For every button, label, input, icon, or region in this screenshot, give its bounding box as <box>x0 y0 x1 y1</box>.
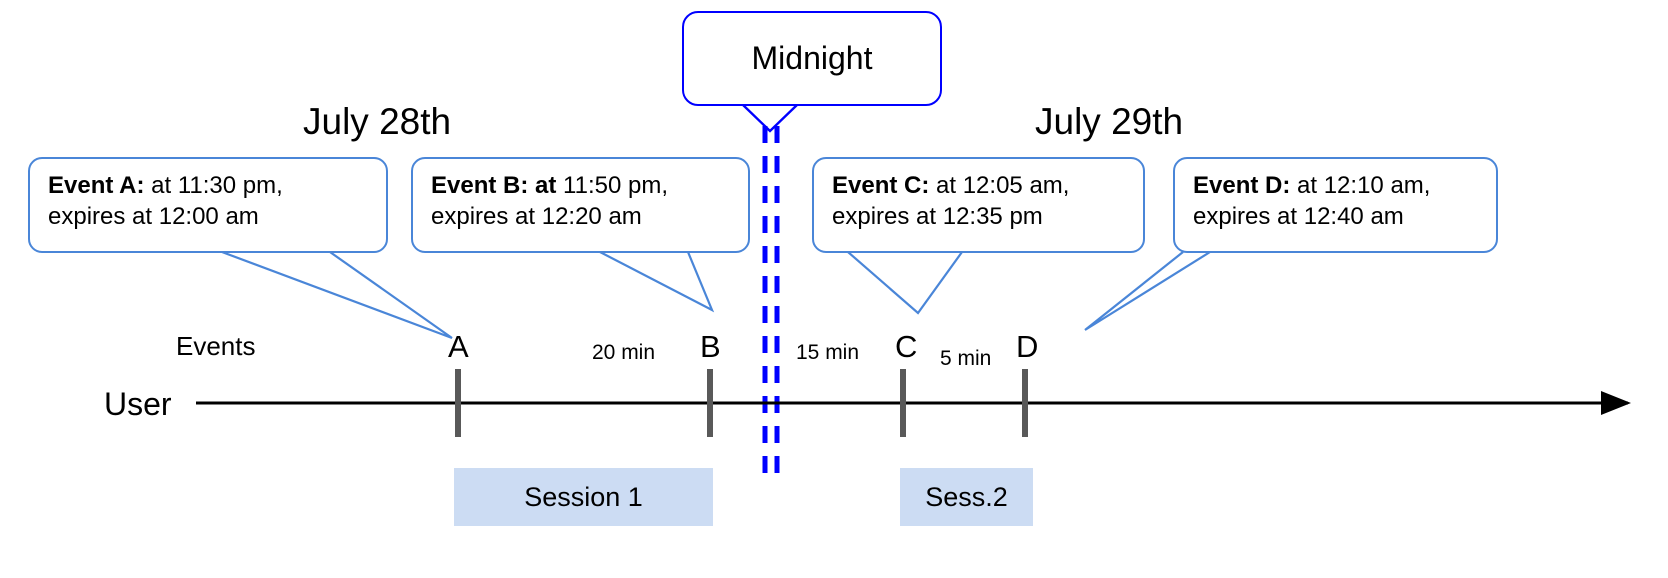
callout-event-a-rest: at 11:30 pm, <box>144 172 283 199</box>
gap-label-a-b: 20 min <box>592 341 656 364</box>
tick-label-a: A <box>448 329 469 364</box>
callout-event-a-line1: Event A: at 11:30 pm, <box>48 171 372 202</box>
date-header-july-28: July 28th <box>303 101 452 142</box>
session-box-2-label: Sess.2 <box>925 481 1008 512</box>
tick-label-c: C <box>895 329 918 364</box>
events-row-label: Events <box>176 331 256 361</box>
session-box-1: Session 1 <box>454 468 713 526</box>
gap-label-b-c: 15 min <box>796 341 860 364</box>
callout-event-a: Event A: at 11:30 pm, expires at 12:00 a… <box>28 157 388 253</box>
date-header-july-29: July 29th <box>1035 101 1184 142</box>
callout-event-b-line2: expires at 12:20 am <box>431 202 642 230</box>
session-box-2: Sess.2 <box>900 468 1033 526</box>
callout-event-d-line2: expires at 12:40 am <box>1193 202 1404 230</box>
gap-label-c-d: 5 min <box>940 347 992 370</box>
callout-event-b-rest: 11:50 pm, <box>556 172 668 199</box>
leader-line-event-d <box>1084 251 1211 331</box>
callout-event-b-line1: Event B: at 11:50 pm, <box>431 171 734 202</box>
callout-event-b: Event B: at 11:50 pm, expires at 12:20 a… <box>411 157 750 253</box>
user-row-label: User <box>104 386 172 422</box>
midnight-callout-label: Midnight <box>751 40 873 76</box>
session-box-1-label: Session 1 <box>524 481 643 512</box>
tick-mark-b <box>707 369 713 437</box>
callout-event-b-bold: Event B: at <box>431 172 557 199</box>
callout-event-a-line2: expires at 12:00 am <box>48 202 259 230</box>
midnight-callout: Midnight <box>682 11 942 106</box>
leader-line-event-a <box>221 250 453 340</box>
leader-line-event-b <box>599 251 715 313</box>
callout-event-c-line2: expires at 12:35 pm <box>832 202 1043 230</box>
callout-event-a-bold: Event A: <box>48 172 145 199</box>
tick-mark-d <box>1022 369 1028 437</box>
callout-event-d-rest: at 12:10 am, <box>1290 172 1431 199</box>
tick-mark-a <box>455 369 461 437</box>
callout-event-d: Event D: at 12:10 am, expires at 12:40 a… <box>1173 157 1498 253</box>
callout-event-c: Event C: at 12:05 am, expires at 12:35 p… <box>812 157 1145 253</box>
callout-event-c-bold: Event C: <box>832 172 930 199</box>
callout-event-c-line1: Event C: at 12:05 am, <box>832 171 1129 202</box>
leader-line-event-c <box>847 251 963 315</box>
callout-event-c-rest: at 12:05 am, <box>929 172 1070 199</box>
tick-label-d: D <box>1016 329 1039 364</box>
midnight-callout-tail <box>741 103 799 133</box>
callout-event-d-line1: Event D: at 12:10 am, <box>1193 171 1482 202</box>
tick-mark-c <box>900 369 906 437</box>
tick-label-b: B <box>700 329 721 364</box>
callout-event-d-bold: Event D: <box>1193 172 1291 199</box>
